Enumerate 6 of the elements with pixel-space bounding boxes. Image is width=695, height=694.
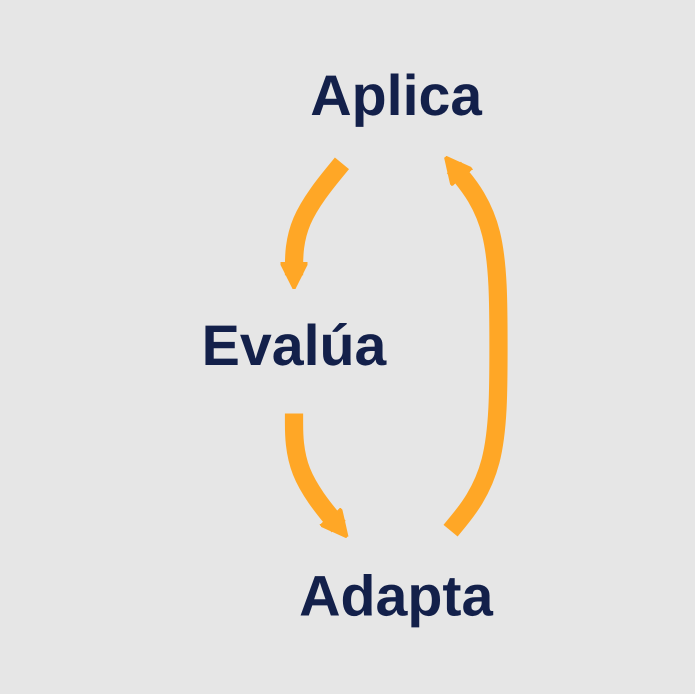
arrow (284, 413, 349, 538)
arrow (279, 158, 349, 290)
node-text: Aplica (310, 64, 482, 128)
node-text: Adapta (299, 564, 494, 628)
node-text: Evalúa (202, 314, 386, 378)
arrow (444, 156, 508, 536)
